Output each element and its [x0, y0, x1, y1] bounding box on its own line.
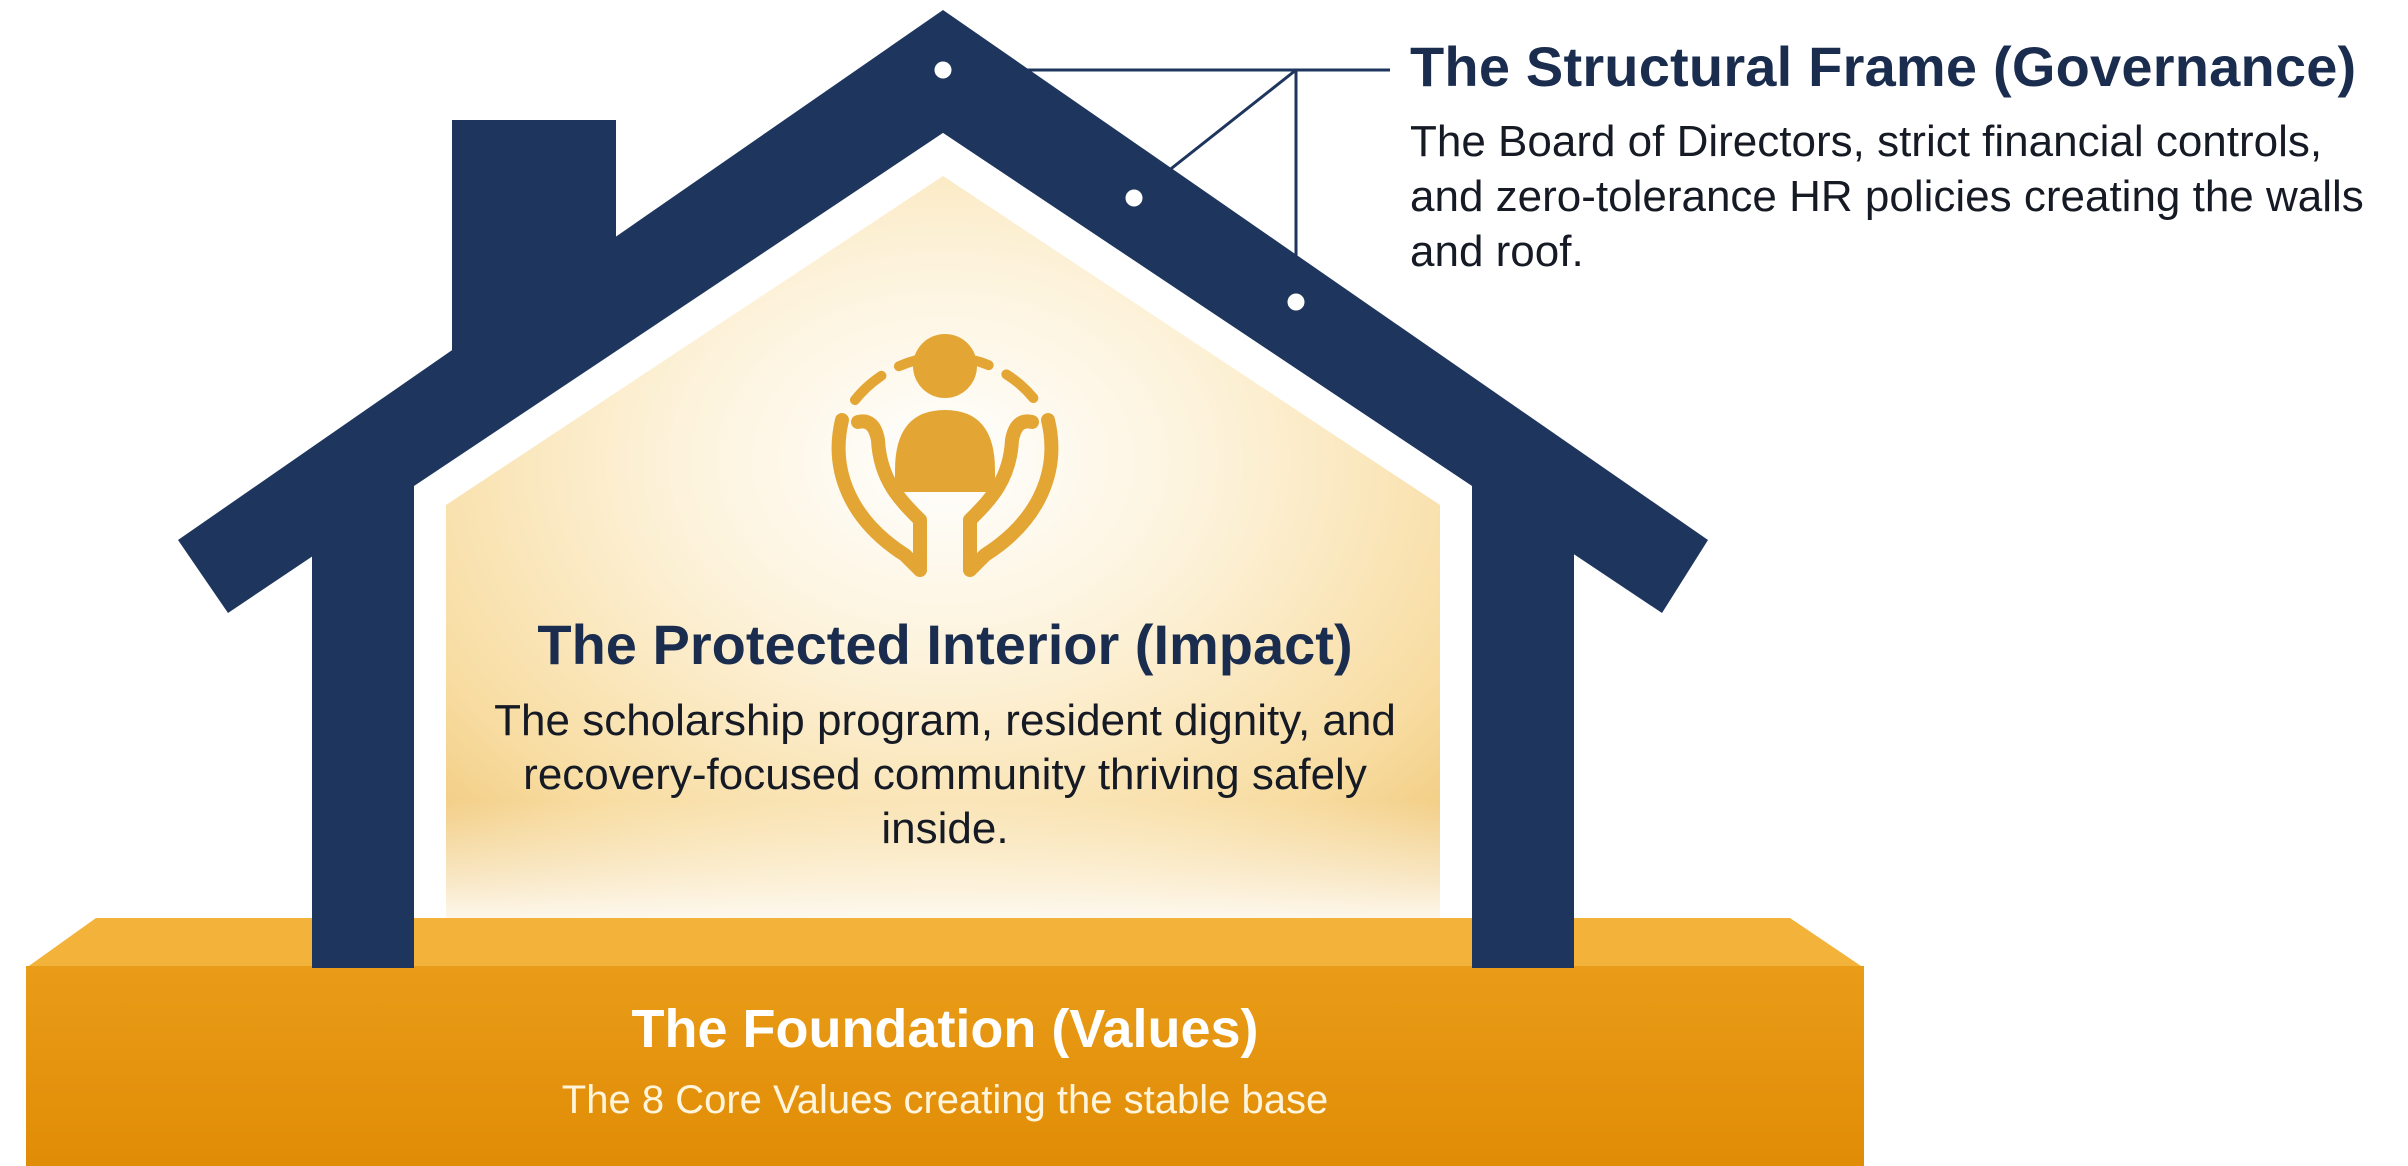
structural-frame-description: The Board of Directors, strict financial… [1410, 117, 2364, 276]
foundation-description: The 8 Core Values creating the stable ba… [561, 1078, 1329, 1122]
structural-frame-title: The Structural Frame (Governance) [1410, 35, 2357, 98]
right-wall [1472, 470, 1574, 970]
roof-frame [178, 10, 1708, 613]
protected-interior-glow [446, 176, 1440, 925]
frame-callout-lines [943, 68, 1390, 302]
hands-protecting-person-icon [831, 334, 1059, 577]
foundation-title: The Foundation (Values) [631, 999, 1259, 1059]
foundation-slab [26, 966, 1864, 1166]
left-wall [312, 470, 414, 970]
protected-interior-description: The scholarship program, resident dignit… [494, 696, 1396, 853]
protected-interior-title: The Protected Interior (Impact) [537, 613, 1353, 676]
callout-dots [931, 58, 1308, 314]
foundation-top-bevel [26, 918, 1864, 968]
